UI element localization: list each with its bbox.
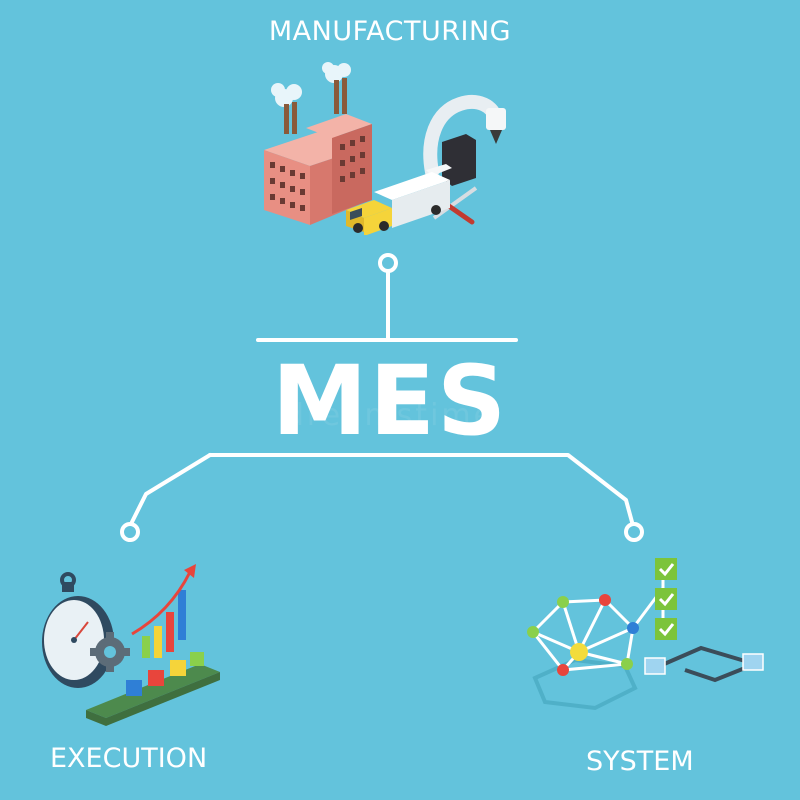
branch-line <box>208 453 634 524</box>
left-branch-line <box>130 453 212 524</box>
system-label: SYSTEM <box>586 746 694 777</box>
manufacturing-label: MANUFACTURING <box>268 16 512 47</box>
mes-title: MES <box>271 345 509 457</box>
right-node-circle <box>624 522 644 542</box>
top-node-circle <box>378 253 398 273</box>
factory-icon <box>264 62 506 235</box>
execution-label: EXECUTION <box>50 743 208 774</box>
watermark-text: dreamstime <box>284 398 496 433</box>
left-node-circle <box>120 522 140 542</box>
network-checklist-icon <box>527 558 764 711</box>
stopwatch-chart-icon <box>42 564 220 726</box>
